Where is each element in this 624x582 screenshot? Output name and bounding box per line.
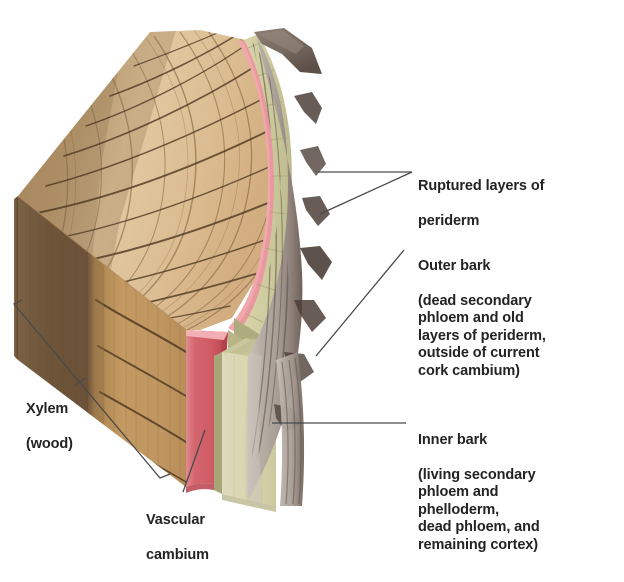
label-xylem-title: Xylem (26, 400, 69, 417)
label-inner-bark: Inner bark (living secondary phloem and … (418, 414, 540, 572)
leader-outer-bark (315, 249, 405, 357)
label-ruptured-periderm-title: Ruptured layers of (418, 177, 545, 194)
bark-anatomy-diagram (12, 28, 413, 512)
label-xylem-detail: (wood) (26, 435, 73, 452)
leader-lines (12, 171, 413, 493)
outer-bark (245, 28, 332, 506)
label-ruptured-periderm-detail: periderm (418, 212, 480, 229)
label-outer-bark: Outer bark (dead secondary phloem and ol… (418, 240, 546, 398)
label-vascular-cambium-title: Vascular (146, 511, 205, 528)
label-inner-bark-title: Inner bark (418, 431, 488, 448)
leader-vascular-cambium (182, 429, 206, 493)
xylem-left-face (14, 196, 18, 360)
label-vascular-cambium-detail: cambium (146, 546, 209, 563)
leader-xylem-bracket (12, 299, 171, 479)
leader-ruptured-periderm (318, 171, 413, 215)
label-vascular-cambium: Vascular cambium (146, 494, 209, 582)
label-xylem: Xylem (wood) (26, 383, 73, 471)
label-outer-bark-title: Outer bark (418, 257, 491, 274)
label-inner-bark-detail: (living secondary phloem and phelloderm,… (418, 466, 540, 553)
label-outer-bark-detail: (dead secondary phloem and old layers of… (418, 292, 546, 379)
label-ruptured-periderm: Ruptured layers of periderm (418, 160, 544, 248)
